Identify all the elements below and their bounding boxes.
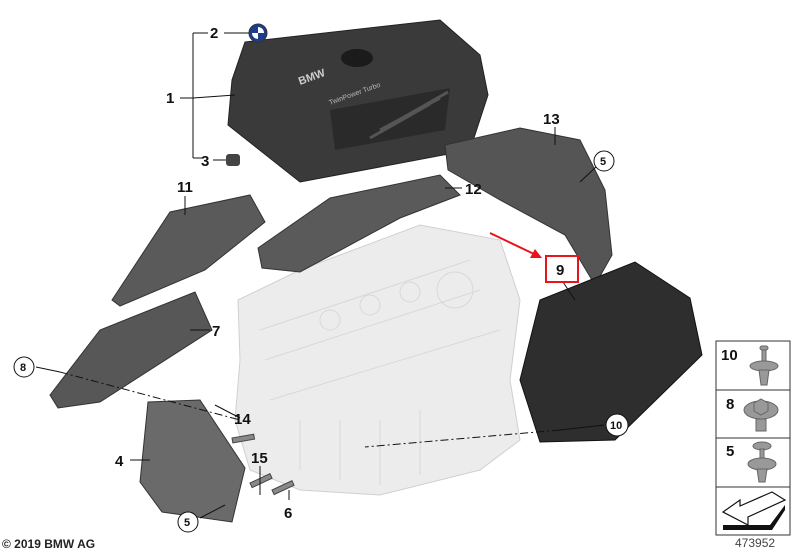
- highlight-arrow: [489, 232, 542, 258]
- hex-collar-bolt-icon: [743, 398, 779, 432]
- expanding-rivet-icon: [747, 441, 777, 483]
- leader-lines: [35, 32, 605, 519]
- highlight-box-9[interactable]: [545, 255, 579, 283]
- callout-12[interactable]: 12: [465, 181, 482, 198]
- callout-15[interactable]: 15: [251, 450, 268, 467]
- bmw-emblem[interactable]: [248, 23, 268, 43]
- legend-label-8: 8: [726, 396, 734, 413]
- callout-14[interactable]: 14: [234, 411, 251, 428]
- legend-label-5: 5: [726, 443, 734, 460]
- callout-1[interactable]: 1: [166, 90, 174, 107]
- callout-2[interactable]: 2: [210, 25, 218, 42]
- part-12-acoustic-cover[interactable]: [257, 174, 461, 273]
- fastener-legend: 10 8 5: [715, 340, 791, 536]
- callout-5-bottom[interactable]: 5: [184, 517, 190, 529]
- callout-4[interactable]: 4: [115, 453, 124, 470]
- callout-7[interactable]: 7: [212, 323, 220, 340]
- callout-8[interactable]: 8: [20, 362, 26, 374]
- part-9-timing-cover-insulation[interactable]: [519, 261, 703, 443]
- callout-11[interactable]: 11: [177, 179, 193, 196]
- callout-10[interactable]: 10: [610, 420, 622, 432]
- part-13-heat-shield[interactable]: [444, 127, 613, 286]
- copyright-text: © 2019 BMW AG: [2, 537, 96, 551]
- legend-label-10: 10: [721, 347, 738, 364]
- image-number: 473952: [735, 536, 776, 550]
- part-7-insulation[interactable]: [49, 291, 213, 409]
- view-direction-arrow-icon: [721, 491, 787, 530]
- engine-block: [234, 224, 521, 496]
- callout-6[interactable]: 6: [284, 505, 292, 522]
- callout-3[interactable]: 3: [201, 153, 209, 170]
- callout-13[interactable]: 13: [543, 111, 560, 128]
- grommet-part[interactable]: [226, 154, 240, 166]
- callout-9[interactable]: 9: [556, 262, 564, 279]
- part-11-insulation[interactable]: [111, 194, 266, 307]
- studs-14-15-6[interactable]: [231, 433, 295, 496]
- part-4-shield[interactable]: [139, 399, 246, 523]
- push-rivet-icon: [749, 345, 779, 386]
- callout-5-top[interactable]: 5: [600, 156, 606, 168]
